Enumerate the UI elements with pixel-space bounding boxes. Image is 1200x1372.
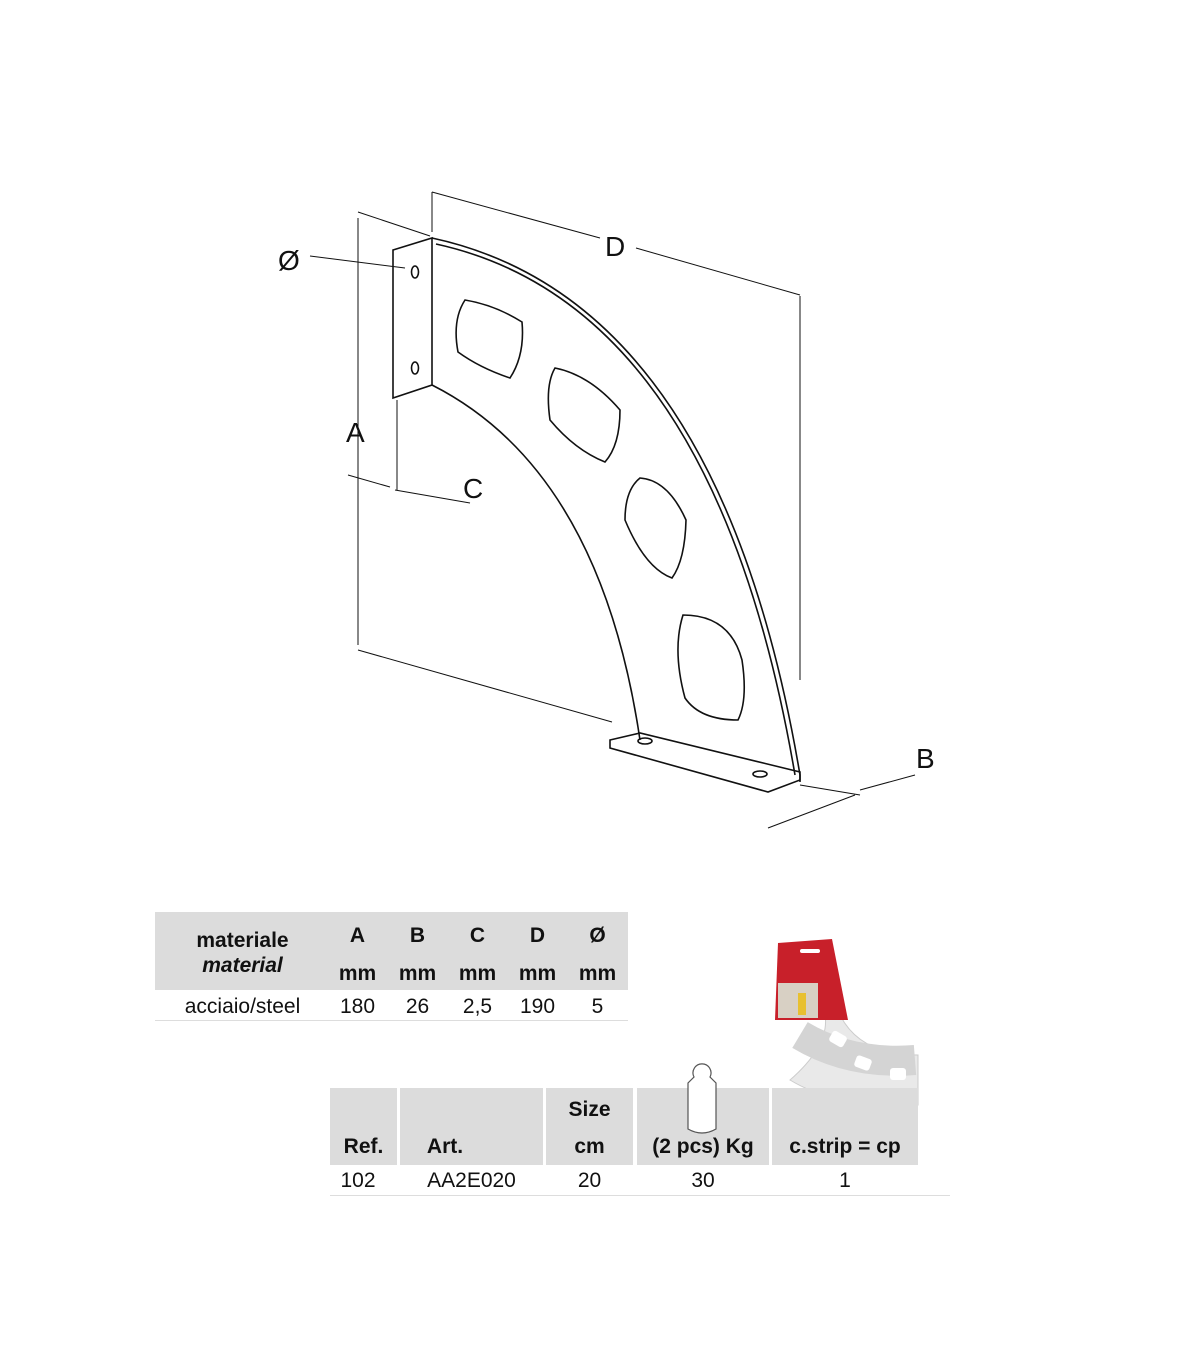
col-d-header: D	[529, 924, 546, 947]
value-a: 180	[339, 995, 376, 1018]
load-header: (2 pcs) Kg	[652, 1135, 754, 1158]
ref-header: Ref.	[343, 1135, 384, 1158]
art-header: Art.	[426, 1135, 464, 1158]
bracket-outline	[392, 236, 801, 793]
size-unit-header: cm	[574, 1135, 605, 1158]
col-c-unit: mm	[458, 962, 497, 985]
size-header: Size	[568, 1098, 611, 1121]
col-diameter-unit: mm	[578, 962, 617, 985]
label-c: C	[463, 473, 483, 504]
art-value: AA2E020	[427, 1169, 516, 1192]
value-b: 26	[405, 995, 430, 1018]
weight-icon	[687, 1063, 717, 1134]
material-header-it: materiale	[196, 929, 289, 952]
value-diameter: 5	[591, 995, 604, 1018]
pack-value: 1	[839, 1169, 851, 1192]
col-b-header: B	[409, 924, 426, 947]
dimension-lines	[309, 191, 916, 829]
size-value: 20	[577, 1169, 602, 1192]
col-a-header: A	[349, 924, 366, 947]
label-d: D	[605, 231, 625, 262]
col-a-unit: mm	[338, 962, 377, 985]
value-c: 2,5	[462, 995, 493, 1018]
ref-value: 102	[340, 1169, 376, 1192]
pack-header: c.strip = cp	[789, 1135, 901, 1158]
load-value: 30	[691, 1169, 715, 1192]
bracket-technical-drawing: Ø A B C D	[278, 191, 935, 829]
col-diameter-header: Ø	[589, 924, 606, 947]
material-header-en: material	[202, 954, 283, 977]
material-value: acciaio/steel	[184, 995, 301, 1018]
col-b-unit: mm	[398, 962, 437, 985]
col-c-header: C	[469, 924, 486, 947]
label-a: A	[346, 417, 365, 448]
label-diameter: Ø	[278, 245, 300, 276]
label-b: B	[916, 743, 935, 774]
col-d-unit: mm	[518, 962, 557, 985]
value-d: 190	[519, 995, 556, 1018]
